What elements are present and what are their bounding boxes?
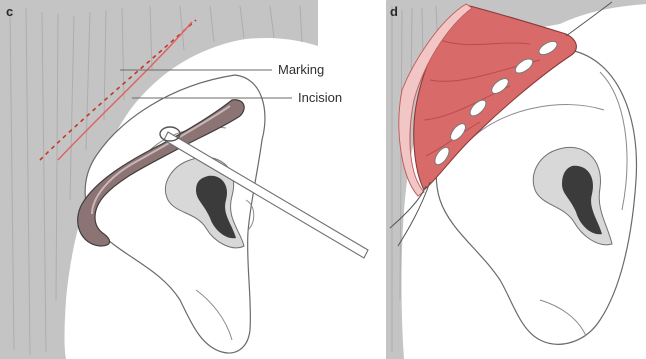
marking-label: Marking [278, 62, 324, 77]
panel-label-d: d [390, 4, 398, 19]
panel-d: d [386, 0, 646, 359]
incision-label: Incision [298, 90, 342, 105]
panel-label-c: c [6, 4, 13, 19]
panel-c: Marking Incision c [0, 0, 368, 359]
